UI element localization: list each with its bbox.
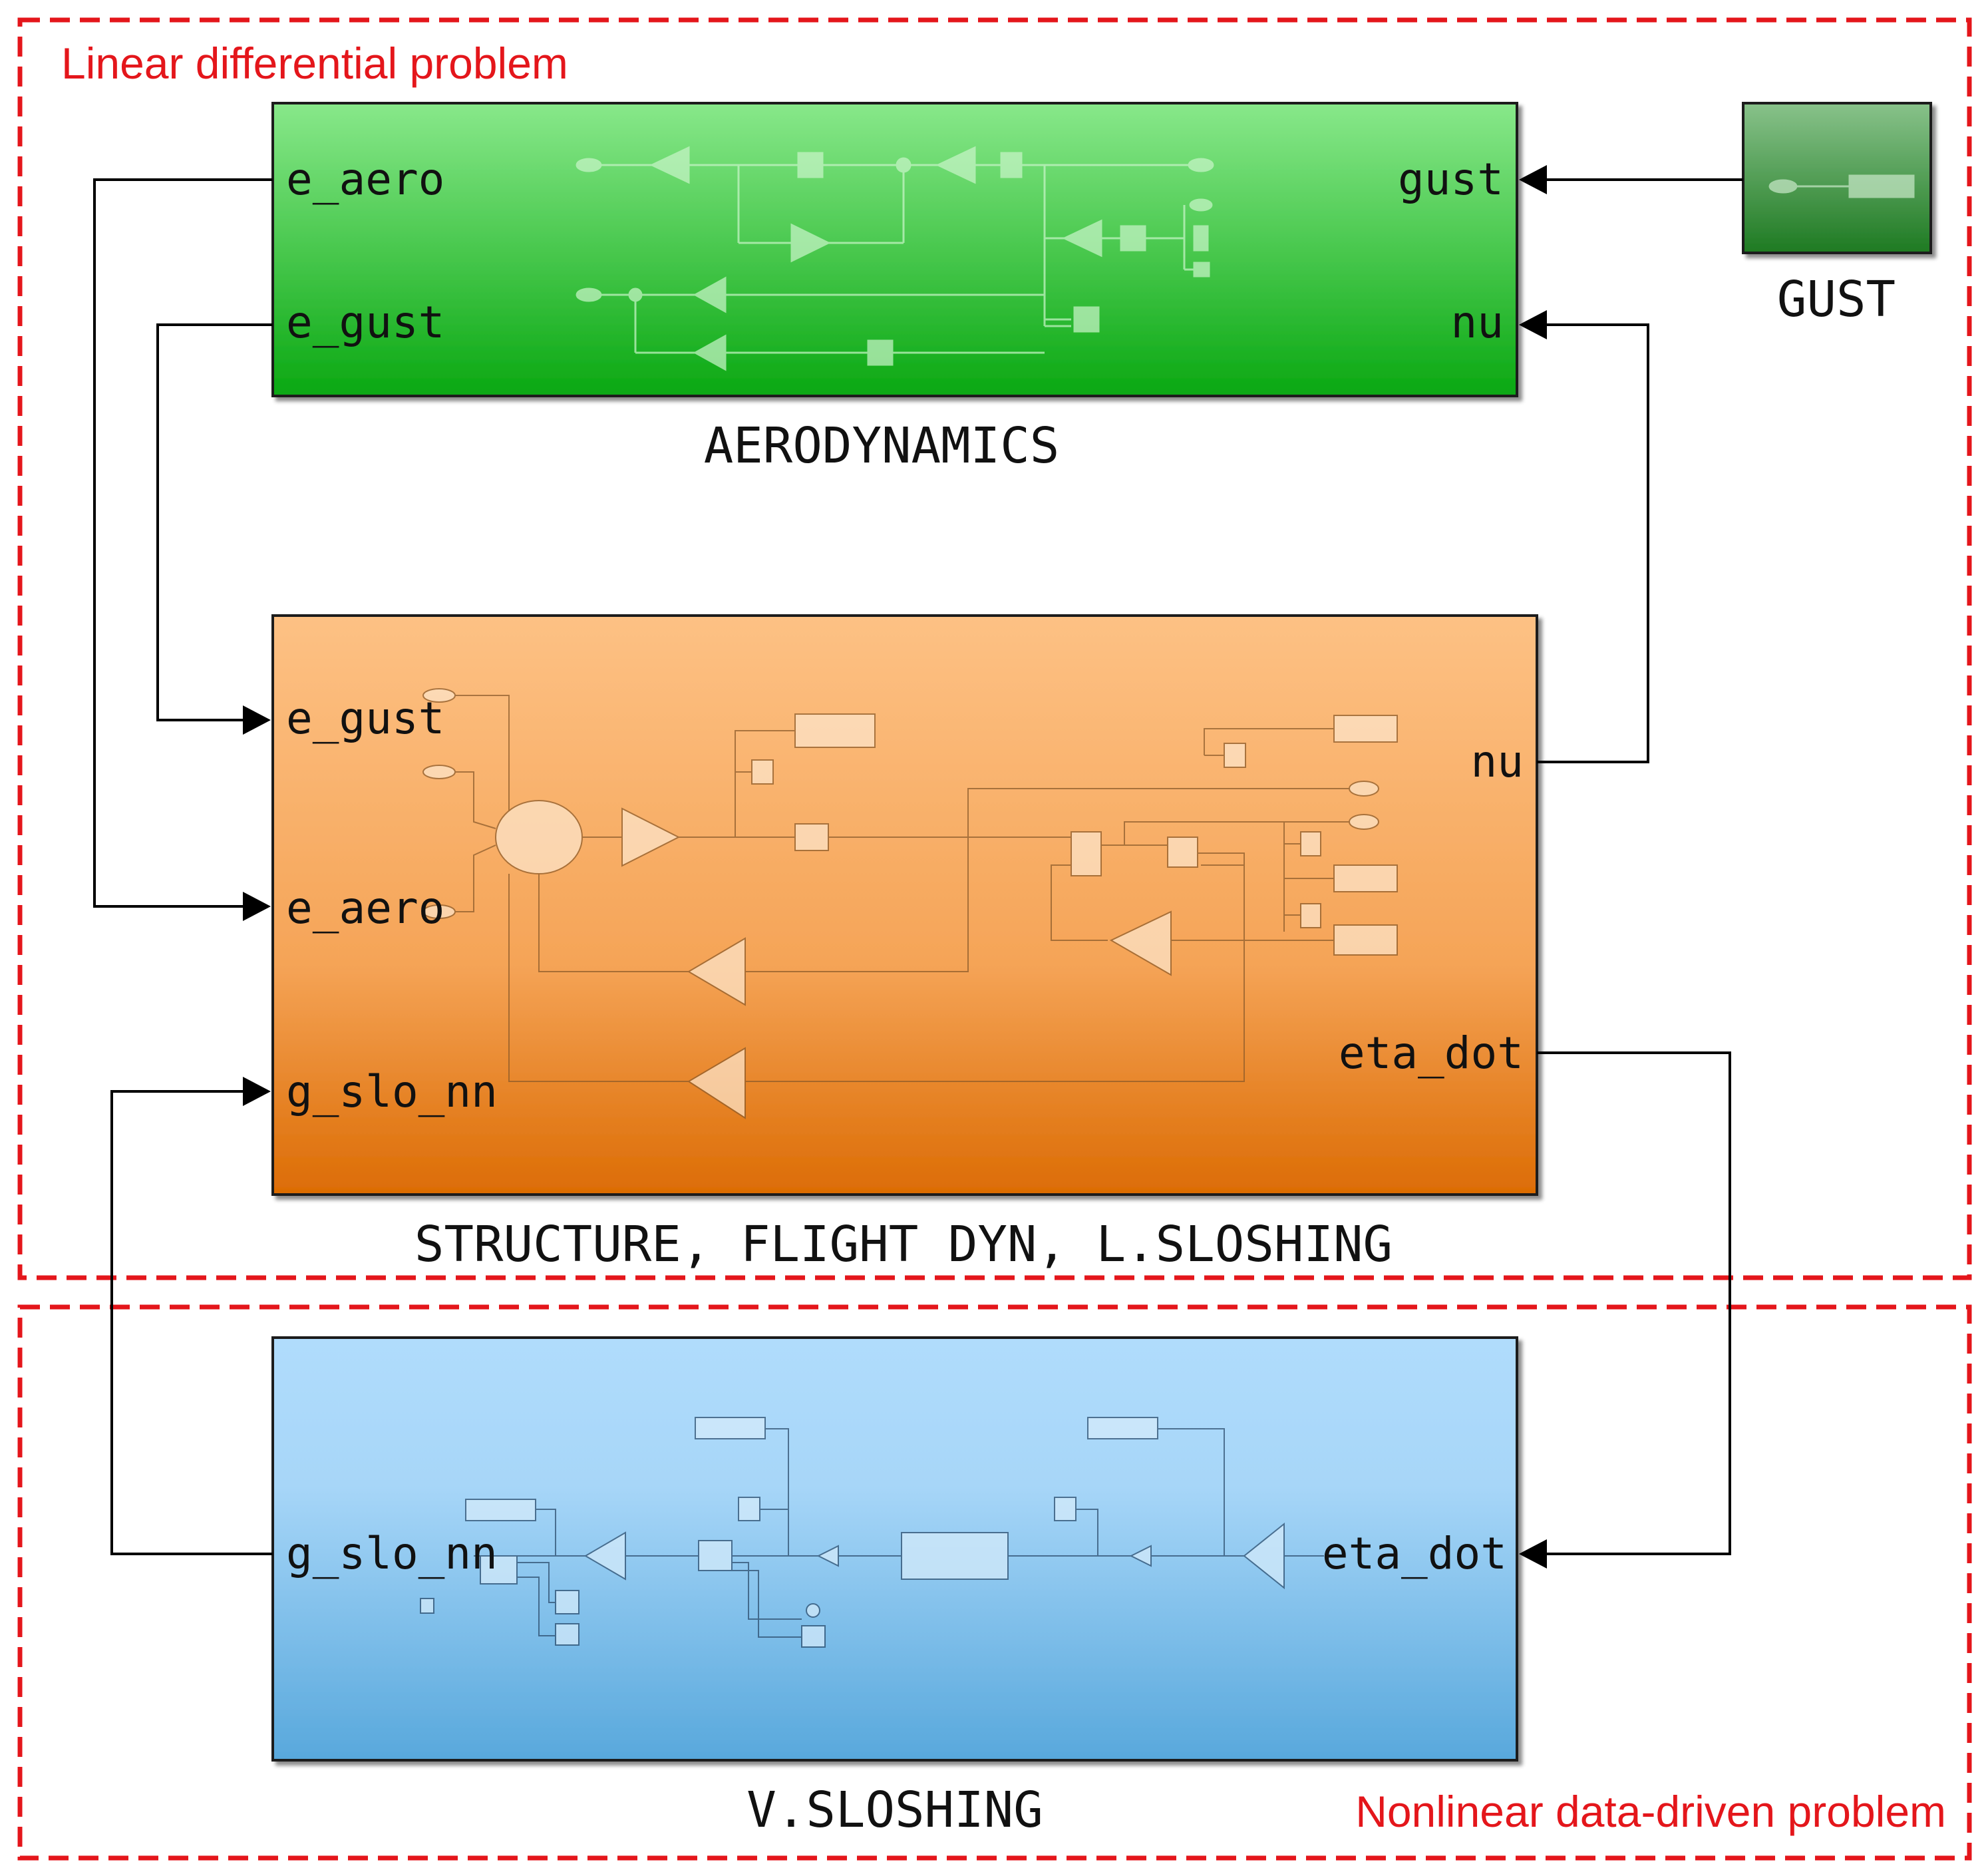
structure-block-label: STRUCTURE, FLIGHT DYN, L.SLOSHING [414, 1216, 1393, 1273]
structure-output-nu: nu [1471, 736, 1524, 787]
aerodynamics-internal-preview [576, 146, 1214, 371]
aerodynamics-output-e_gust: e_gust [286, 297, 444, 348]
wire-structure-nu-to-aero-nu [1537, 323, 1649, 763]
arrowhead [1519, 310, 1547, 339]
aerodynamics-block[interactable] [271, 102, 1518, 397]
structure-block[interactable] [271, 614, 1538, 1196]
sloshing-input-eta_dot: eta_dot [1322, 1528, 1507, 1579]
wire-sloshing-g_slo_nn-to-structure-g_slo_nn [110, 1090, 273, 1555]
wire-structure-eta_dot-to-sloshing-eta_dot [1537, 1051, 1731, 1555]
aerodynamics-output-e_aero: e_aero [286, 154, 444, 205]
arrowhead [243, 892, 271, 921]
gust-internal-preview [1768, 174, 1915, 198]
linear-region-title: Linear differential problem [61, 39, 568, 88]
arrowhead [1519, 1539, 1547, 1569]
linear-region-border [17, 17, 1972, 1280]
gust-block-label: GUST [1777, 271, 1896, 328]
wire-aero-e_aero-to-structure-e_aero [93, 178, 273, 908]
sloshing-output-g_slo_nn: g_slo_nn [286, 1528, 498, 1579]
gust-block[interactable] [1742, 102, 1932, 254]
structure-input-e_aero: e_aero [286, 882, 444, 934]
arrowhead [1519, 165, 1547, 194]
arrowhead [243, 1077, 271, 1106]
nonlinear-region-title: Nonlinear data-driven problem [1355, 1787, 1946, 1836]
arrowhead [243, 705, 271, 735]
aerodynamics-block-label: AERODYNAMICS [704, 417, 1060, 474]
aerodynamics-input-nu: nu [1451, 297, 1504, 348]
sloshing-block[interactable] [271, 1336, 1518, 1762]
wire-aero-e_gust-to-structure-e_gust [156, 323, 273, 721]
structure-output-eta_dot: eta_dot [1339, 1028, 1524, 1079]
nonlinear-region-border [17, 1304, 1972, 1861]
structure-input-e_gust: e_gust [286, 693, 444, 744]
aerodynamics-input-gust: gust [1398, 154, 1504, 205]
sloshing-block-label: V.SLOSHING [746, 1781, 1043, 1839]
sloshing-internal-preview [420, 1417, 1324, 1648]
signal-wires [93, 165, 1743, 1569]
structure-internal-preview [422, 688, 1398, 1119]
structure-input-g_slo_nn: g_slo_nn [286, 1066, 498, 1117]
